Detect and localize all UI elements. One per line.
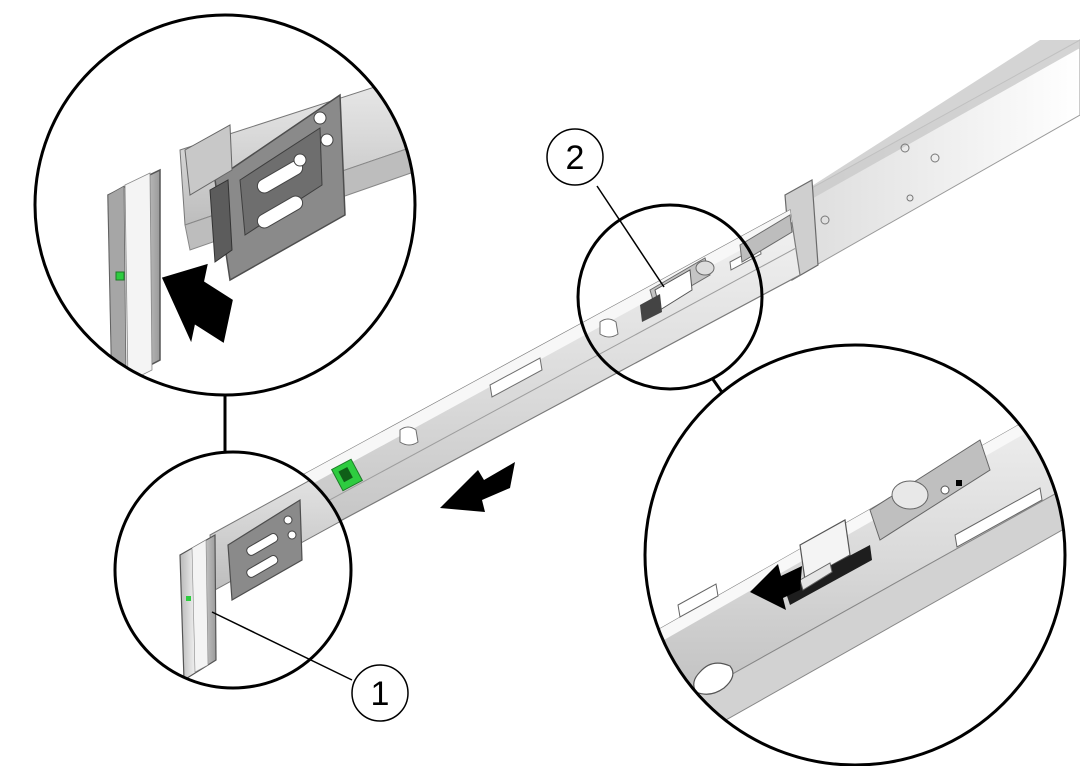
rail-hole <box>820 215 830 225</box>
detail-release-tab <box>576 203 764 391</box>
release-tab-spring <box>785 545 872 605</box>
rail-slot <box>677 583 719 618</box>
callout-number: 1 <box>371 675 390 713</box>
release-arrow-icon <box>750 564 802 610</box>
callout-2: 2 <box>546 128 665 288</box>
pull-arrow-icon <box>440 462 515 512</box>
bracket-hole <box>293 153 307 167</box>
front-post-green-indicator <box>115 271 125 281</box>
callout-1: 1 <box>211 611 409 722</box>
callout-leader-line <box>596 185 665 288</box>
rail-keyhole-slot <box>399 426 419 446</box>
bracket-hole <box>320 133 334 147</box>
push-arrow-icon <box>161 263 233 343</box>
rail-green-tab <box>330 458 364 492</box>
rail-hole <box>930 153 940 163</box>
rail-keyhole-slot <box>693 662 734 695</box>
latch-pivot <box>891 480 929 510</box>
release-tab <box>799 519 851 581</box>
rail-hole <box>900 143 910 153</box>
rail-slot <box>489 357 543 398</box>
callout-circle <box>546 128 604 186</box>
callout-leader-line <box>211 611 353 681</box>
magnifier-release-tab <box>643 343 1067 766</box>
magnifier-outline <box>643 343 1067 766</box>
detail-outline <box>576 203 764 391</box>
callout-number: 2 <box>566 139 585 177</box>
callout-circle <box>351 664 409 722</box>
bracket-hole <box>313 111 327 125</box>
detail-outline <box>113 450 353 690</box>
detail-front-end <box>113 450 353 690</box>
magnifier-front-bracket <box>33 13 417 397</box>
rail-hole <box>906 194 914 202</box>
bracket-slot <box>256 195 304 229</box>
rail-slot <box>954 487 1043 548</box>
rail-keyhole-slot <box>599 318 619 338</box>
